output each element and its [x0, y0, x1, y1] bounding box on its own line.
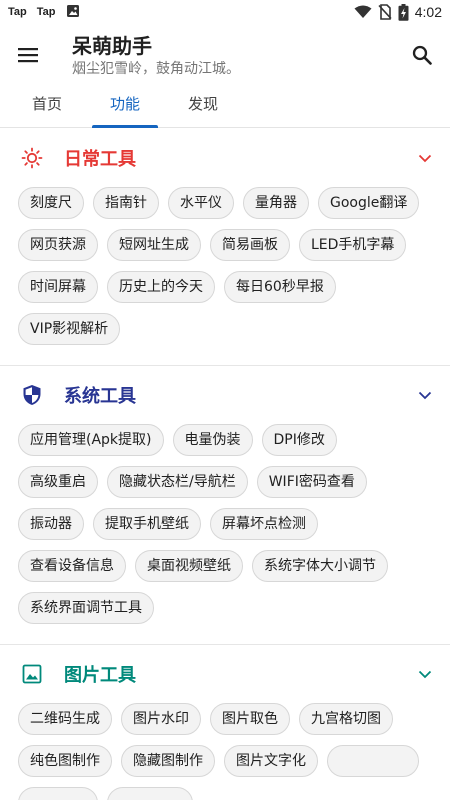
chip-led-subtitle[interactable]: LED手机字幕 — [299, 229, 407, 261]
search-icon — [412, 45, 432, 65]
section-header-image-tools[interactable]: 图片工具 — [0, 645, 450, 703]
battery-charging-icon — [398, 3, 409, 21]
hamburger-menu-icon — [18, 48, 38, 63]
chip-dpi-modify[interactable]: DPI修改 — [261, 424, 337, 456]
chip-image-to-text[interactable]: 图片文字化 — [224, 745, 318, 777]
chip-system-ui-tuner[interactable]: 系统界面调节工具 — [18, 592, 154, 624]
chip-drawing-board[interactable]: 简易画板 — [210, 229, 290, 261]
chip-wifi-password[interactable]: WIFI密码查看 — [256, 466, 367, 498]
tools-list: 日常工具 刻度尺 指南针 水平仪 量角器 Google翻译 网页获源 短网址生成… — [0, 129, 450, 800]
chip-hide-bars[interactable]: 隐藏状态栏/导航栏 — [107, 466, 248, 498]
section-daily-tools: 日常工具 刻度尺 指南针 水平仪 量角器 Google翻译 网页获源 短网址生成… — [0, 129, 450, 366]
section-title-image-tools: 图片工具 — [64, 665, 136, 686]
chip-group-daily-tools: 刻度尺 指南针 水平仪 量角器 Google翻译 网页获源 短网址生成 简易画板… — [0, 187, 450, 355]
image-notification-icon — [66, 4, 80, 21]
chip-compass[interactable]: 指南针 — [93, 187, 159, 219]
tab-functions[interactable]: 功能 — [92, 86, 158, 128]
no-sim-icon — [378, 4, 392, 20]
tab-bar: 首页 功能 发现 — [0, 86, 450, 128]
chip-extract-wallpaper[interactable]: 提取手机壁纸 — [93, 508, 201, 540]
section-system-tools: 系统工具 应用管理(Apk提取) 电量伪装 DPI修改 高级重启 隐藏状态栏/导… — [0, 366, 450, 645]
chip-group-system-tools: 应用管理(Apk提取) 电量伪装 DPI修改 高级重启 隐藏状态栏/导航栏 WI… — [0, 424, 450, 634]
chip-advanced-reboot[interactable]: 高级重启 — [18, 466, 98, 498]
chip-video-wallpaper[interactable]: 桌面视频壁纸 — [135, 550, 243, 582]
tab-discover[interactable]: 发现 — [187, 95, 218, 113]
status-notification-tap-2: Tap — [36, 6, 56, 18]
chip-color-picker[interactable]: 图片取色 — [210, 703, 290, 735]
section-header-system-tools[interactable]: 系统工具 — [0, 366, 450, 424]
chip-solid-color[interactable]: 纯色图制作 — [18, 745, 112, 777]
status-left: Tap Tap — [8, 4, 80, 21]
chip-vip-video[interactable]: VIP影视解析 — [18, 313, 121, 345]
section-title-daily-tools: 日常工具 — [64, 149, 136, 170]
chevron-down-icon[interactable] — [414, 663, 436, 685]
chip-app-manager[interactable]: 应用管理(Apk提取) — [18, 424, 164, 456]
chip-time-screen[interactable]: 时间屏幕 — [18, 271, 98, 303]
app-titles: 呆萌助手 烟尘犯雪岭，鼓角动江城。 — [56, 33, 394, 78]
tab-home[interactable]: 首页 — [31, 95, 62, 113]
section-header-daily-tools[interactable]: 日常工具 — [0, 129, 450, 187]
chip-hidden-image[interactable]: 隐藏图制作 — [121, 745, 215, 777]
chip-short-url[interactable]: 短网址生成 — [107, 229, 201, 261]
section-title-system-tools: 系统工具 — [64, 386, 136, 407]
chip-grid-split[interactable]: 九宫格切图 — [299, 703, 393, 735]
chip-partial-2[interactable] — [18, 787, 98, 800]
status-time: 4:02 — [414, 4, 442, 20]
wifi-icon — [354, 5, 372, 19]
menu-button[interactable] — [0, 27, 56, 83]
chip-daily-news[interactable]: 每日60秒早报 — [224, 271, 336, 303]
status-notification-tap-1: Tap — [8, 6, 27, 18]
status-bar: Tap Tap 4:02 — [0, 0, 450, 24]
chip-level[interactable]: 水平仪 — [168, 187, 234, 219]
search-button[interactable] — [394, 27, 450, 83]
chip-history-today[interactable]: 历史上的今天 — [107, 271, 215, 303]
chip-dead-pixel[interactable]: 屏幕坏点检测 — [210, 508, 318, 540]
chip-group-image-tools: 二维码生成 图片水印 图片取色 九宫格切图 纯色图制作 隐藏图制作 图片文字化 — [0, 703, 450, 800]
app-title: 呆萌助手 — [72, 33, 152, 58]
chevron-down-icon[interactable] — [414, 384, 436, 406]
chip-image-watermark[interactable]: 图片水印 — [121, 703, 201, 735]
chip-vibrator[interactable]: 振动器 — [18, 508, 84, 540]
sun-icon — [20, 146, 44, 170]
chip-web-source[interactable]: 网页获源 — [18, 229, 98, 261]
section-image-tools: 图片工具 二维码生成 图片水印 图片取色 九宫格切图 纯色图制作 隐藏图制作 图… — [0, 645, 450, 800]
status-right: 4:02 — [354, 3, 442, 21]
shield-icon — [20, 383, 44, 407]
chip-ruler[interactable]: 刻度尺 — [18, 187, 84, 219]
image-icon — [20, 662, 44, 686]
chip-partial-3[interactable] — [107, 787, 193, 800]
app-subtitle: 烟尘犯雪岭，鼓角动江城。 — [72, 60, 240, 77]
chip-partial-1[interactable] — [327, 745, 419, 777]
chevron-down-icon[interactable] — [414, 147, 436, 169]
chip-battery-spoof[interactable]: 电量伪装 — [172, 424, 253, 456]
chip-qrcode[interactable]: 二维码生成 — [18, 703, 112, 735]
chip-google-translate[interactable]: Google翻译 — [318, 187, 420, 219]
chip-font-size[interactable]: 系统字体大小调节 — [252, 550, 388, 582]
chip-device-info[interactable]: 查看设备信息 — [18, 550, 126, 582]
app-bar: 呆萌助手 烟尘犯雪岭，鼓角动江城。 — [0, 24, 450, 86]
chip-protractor[interactable]: 量角器 — [243, 187, 309, 219]
